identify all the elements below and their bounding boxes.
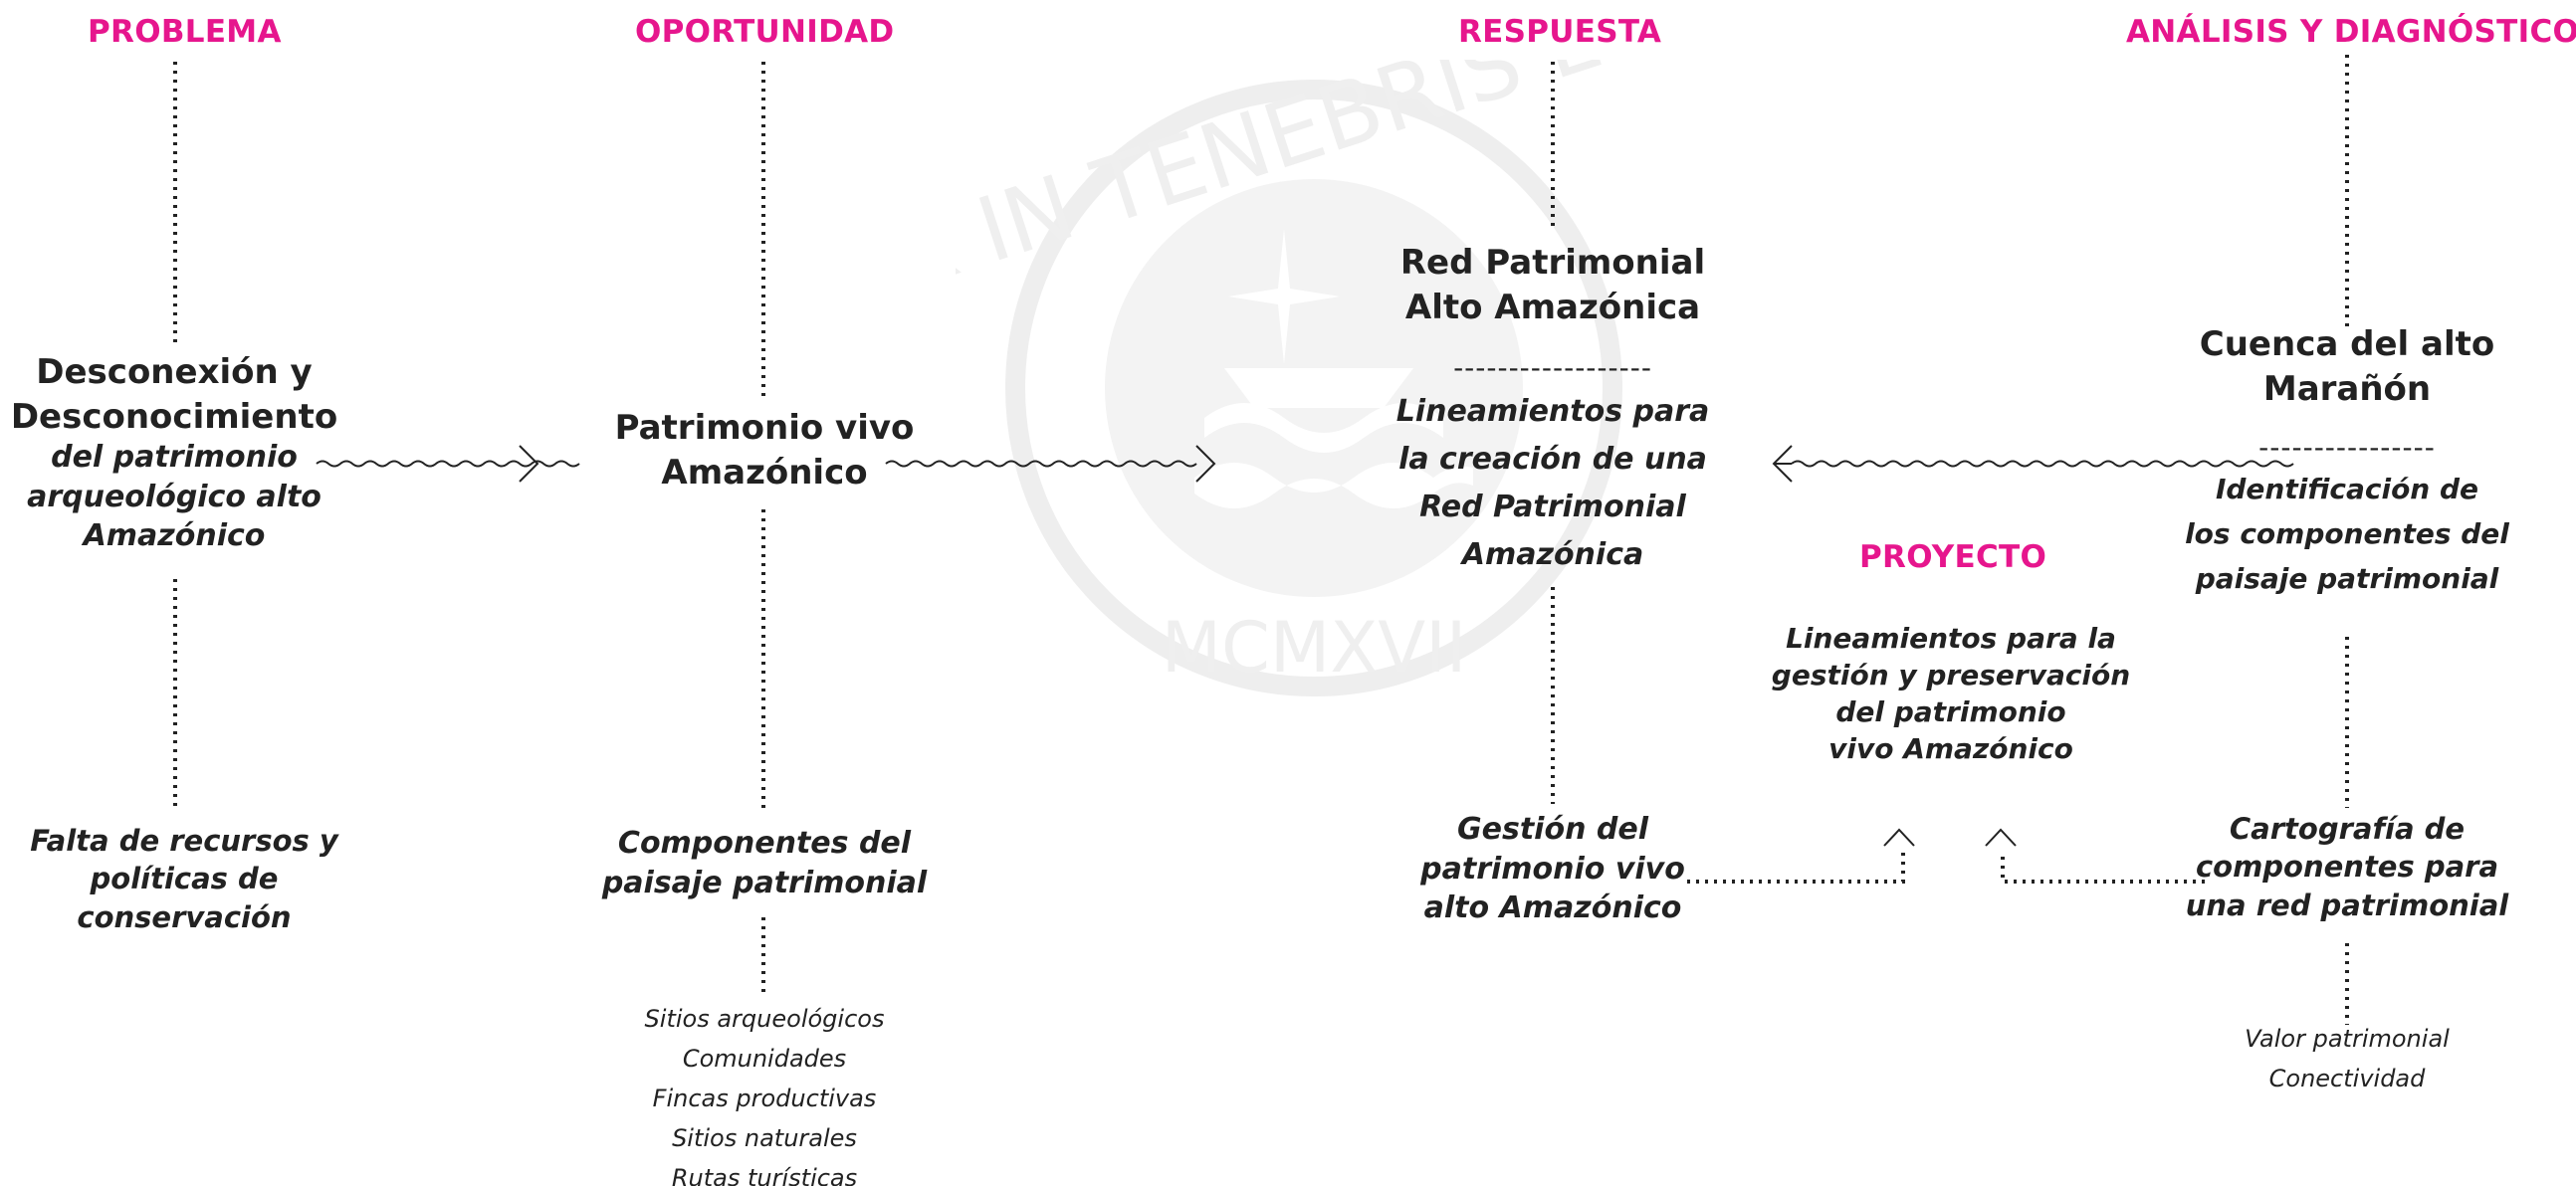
respuesta-bottom: Gestión del patrimonio vivo alto Amazóni… (1420, 812, 1685, 926)
problema-subtitle: del patrimonio arqueológico alto Amazóni… (27, 440, 322, 554)
gestion-to-proyecto-connector (1687, 851, 1905, 884)
problema-title: Desconexión y Desconocimiento (10, 352, 338, 437)
arrowhead-up-icon (1985, 828, 2017, 847)
list-item: Valor patrimonial (2245, 1025, 2450, 1053)
arrow-problema-to-oportunidad (316, 460, 580, 468)
oportunidad-list: Sitios arqueológicos Comunidades Fincas … (597, 999, 932, 1186)
list-item: Conectividad (2268, 1065, 2426, 1092)
analisis-title: Cuenca del alto Marañón (2199, 324, 2495, 409)
oportunidad-title: Patrimonio vivo Amazónico (614, 408, 915, 493)
list-item: Fincas productivas (652, 1085, 877, 1112)
respuesta-subtitle: Lineamientos para la creación de una Red… (1395, 394, 1710, 572)
list-item: Sitios naturales (672, 1124, 857, 1152)
header-respuesta: RESPUESTA (1458, 14, 1662, 50)
arrow-analisis-to-respuesta (1791, 460, 2294, 468)
analisis-list: Valor patrimonial Conectividad (2170, 1019, 2524, 1098)
list-item: Rutas turísticas (671, 1164, 858, 1186)
oportunidad-mid: Componentes del paisaje patrimonial (601, 826, 928, 900)
header-analisis: ANÁLISIS Y DIAGNÓSTICO (2126, 14, 2576, 50)
header-oportunidad: OPORTUNIDAD (635, 14, 895, 50)
header-problema: PROBLEMA (88, 14, 282, 50)
header-proyecto: PROYECTO (1859, 539, 2047, 575)
arrowhead-up-icon (1883, 828, 1915, 847)
respuesta-separator: ------------------ (1453, 351, 1652, 384)
respuesta-title: Red Patrimonial Alto Amazónica (1399, 243, 1706, 327)
arrowhead-right-icon (519, 445, 539, 483)
problema-bottom: Falta de recursos y políticas de conserv… (30, 824, 338, 934)
arrow-oportunidad-to-respuesta (885, 460, 1197, 468)
list-item: Sitios arqueológicos (644, 1005, 885, 1033)
list-item: Comunidades (682, 1045, 847, 1073)
analisis-subtitle: Identificación de los componentes del pa… (2185, 473, 2509, 595)
analisis-mid: Cartografía de componentes para una red … (2185, 812, 2509, 922)
proyecto-text: Lineamientos para la gestión y preservac… (1771, 622, 2131, 765)
analisis-separator: ---------------- (2258, 431, 2436, 464)
arrowhead-right-icon (1195, 445, 1216, 483)
seal-year: MCMXVII (1162, 607, 1467, 689)
